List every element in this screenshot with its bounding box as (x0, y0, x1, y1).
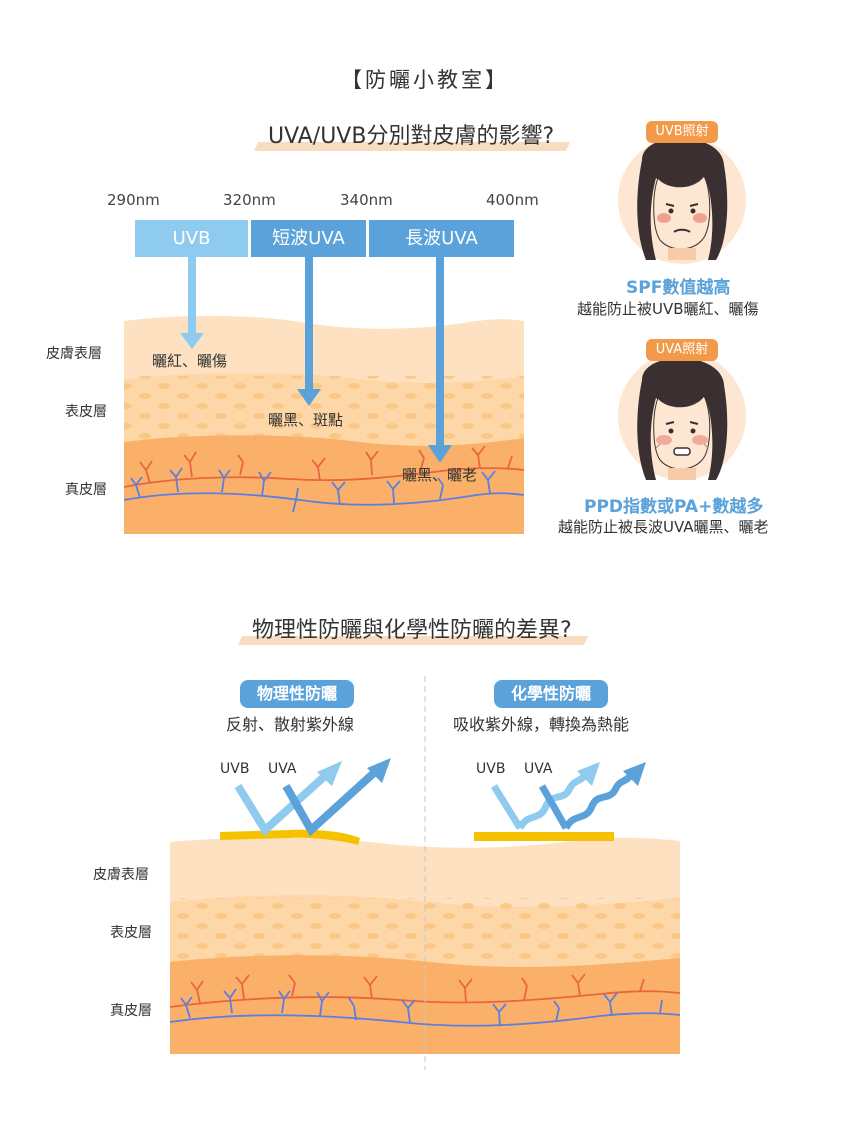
nm-label-340: 340nm (340, 191, 393, 209)
physical-uva-label: UVA (268, 761, 297, 777)
chemical-sunscreen-desc: 吸收紫外線，轉換為熱能 (453, 715, 630, 734)
chemical-uva-wave-arrow (538, 773, 633, 830)
chemical-uvb-label: UVB (476, 761, 506, 777)
layer-label-dermis: 真皮層 (65, 482, 107, 498)
nm-label-320: 320nm (223, 191, 276, 209)
long-uva-arrow (428, 257, 452, 463)
effect-sunburn: 曬紅、曬傷 (152, 352, 228, 370)
physical-uvb-reflect-arrow (234, 772, 329, 837)
nm-label-290: 290nm (107, 191, 160, 209)
ppd-desc: 越能防止被長波UVA曬黑、曬老 (558, 518, 769, 536)
layer2-label-surface: 皮膚表層 (93, 867, 149, 883)
effect-tan-spots: 曬黑、斑點 (268, 411, 344, 429)
band-short-uva: 短波UVA (272, 228, 345, 249)
section2-title: 物理性防曬與化學性防曬的差異? (237, 612, 588, 645)
physical-sunscreen-film (220, 829, 360, 845)
dermis-layer-2 (170, 955, 680, 1054)
ppd-title: PPD指數或PA+數越多 (584, 497, 764, 517)
band-long-uva: 長波UVA (405, 228, 478, 249)
layer-label-epidermis: 表皮層 (65, 404, 107, 420)
main-title: 【防曬小教室】 (341, 68, 509, 92)
nm-label-400: 400nm (486, 191, 539, 209)
chemical-sunscreen-pill: 化學性防曬 (494, 680, 608, 708)
short-uva-arrow (297, 257, 321, 406)
layer2-label-epidermis: 表皮層 (110, 925, 152, 941)
section1-title: UVA/UVB分別對皮膚的影響? (253, 118, 571, 151)
band-uvb: UVB (172, 228, 211, 249)
chemical-uvb-wave-arrow (491, 773, 587, 830)
uvb-arrow (180, 257, 204, 349)
layer-label-surface: 皮膚表層 (46, 346, 102, 362)
chemical-sunscreen-film (474, 832, 614, 841)
uva-face-illustration (618, 352, 746, 480)
layer2-label-dermis: 真皮層 (110, 1003, 152, 1019)
physical-uva-reflect-arrow (282, 768, 379, 837)
spf-desc: 越能防止被UVB曬紅、曬傷 (577, 300, 759, 318)
uva-exposure-pill: UVA照射 (646, 339, 718, 361)
physical-sunscreen-desc: 反射、散射紫外線 (226, 715, 355, 734)
effect-tan-aging: 曬黑、曬老 (402, 466, 478, 484)
uvb-exposure-pill: UVB照射 (646, 121, 718, 143)
chemical-uva-label: UVA (524, 761, 553, 777)
physical-uvb-label: UVB (220, 761, 250, 777)
physical-sunscreen-pill: 物理性防曬 (240, 680, 354, 708)
skin-diagram-uv-effects (123, 220, 525, 534)
uvb-face-illustration (618, 136, 746, 264)
spf-title: SPF數值越高 (626, 278, 731, 298)
